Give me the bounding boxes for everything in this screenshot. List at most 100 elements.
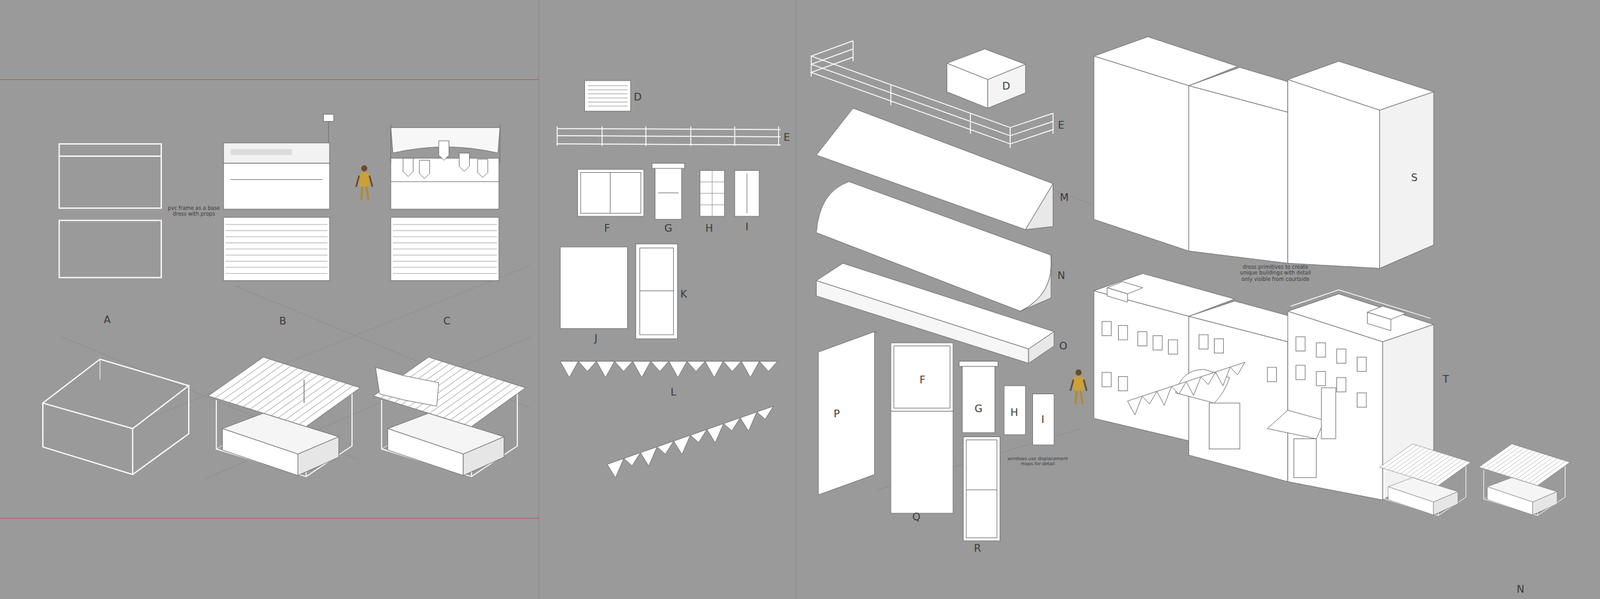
props-flat	[577, 169, 644, 217]
props-iso	[811, 40, 1054, 128]
roof-ridge	[222, 361, 278, 401]
part-letter: K	[680, 288, 688, 301]
shutter-line	[225, 261, 328, 262]
roof-ridge	[285, 381, 340, 421]
shutter-line	[392, 248, 498, 250]
part-letter: F	[919, 373, 926, 386]
vent-slat	[587, 93, 628, 95]
figure	[360, 186, 363, 201]
part-letter: M	[1059, 190, 1069, 203]
building-dressed	[1102, 321, 1367, 408]
part-letter: Q	[912, 510, 921, 523]
props-flat	[640, 290, 674, 292]
pvc-frame	[42, 385, 189, 475]
props-flat	[655, 167, 682, 220]
stall-front	[477, 159, 488, 178]
stall-front	[223, 217, 330, 281]
stall-front	[223, 163, 330, 210]
building-window	[1168, 339, 1178, 354]
building-dressed	[1294, 439, 1317, 479]
pennant	[640, 446, 658, 466]
building-window	[1102, 372, 1112, 387]
part-letter: E	[783, 130, 790, 143]
part-letter: J	[594, 331, 598, 344]
rail-post	[1009, 127, 1011, 148]
roof-ridge	[215, 359, 271, 399]
stall-front	[328, 121, 329, 143]
pennant	[1142, 391, 1158, 405]
stall-front	[403, 158, 414, 177]
market-stall	[373, 357, 527, 477]
pennant	[707, 423, 724, 443]
window-bar	[700, 193, 725, 194]
building-window	[1102, 321, 1112, 336]
building-dressed	[1093, 273, 1570, 516]
stall-front	[499, 124, 501, 164]
building-blockout	[1093, 56, 1189, 252]
roof-ridge	[291, 383, 347, 423]
rail-post	[890, 84, 891, 105]
props-flat	[557, 144, 781, 146]
shutter-line	[392, 261, 498, 262]
pennant	[1215, 367, 1231, 386]
building-dressed	[1093, 290, 1189, 441]
shutter-line	[392, 224, 498, 225]
market-stall	[1379, 444, 1472, 516]
stall-front	[230, 149, 292, 156]
stall-front	[323, 114, 334, 122]
vent-slat	[587, 85, 628, 86]
rail-post	[690, 126, 692, 146]
stall-front	[230, 179, 322, 180]
shutter-line	[225, 224, 328, 225]
stall-banner	[375, 367, 440, 407]
props-iso	[894, 346, 951, 409]
part-letter: F	[604, 221, 610, 234]
building-window	[1198, 334, 1208, 349]
building-window	[1153, 336, 1163, 351]
stall-front	[223, 114, 500, 281]
stall-front	[439, 140, 450, 160]
panel-divider	[0, 518, 539, 520]
pennant	[657, 440, 674, 454]
props-flat	[557, 80, 781, 479]
props-flat	[734, 170, 760, 217]
rail-post	[601, 126, 603, 146]
props-flat	[557, 128, 781, 130]
stall-front	[223, 142, 330, 164]
part-letter: P	[833, 407, 841, 420]
building-dressed	[1267, 410, 1325, 440]
props-iso	[947, 63, 989, 109]
rail-post	[852, 40, 854, 62]
stall-front	[391, 217, 500, 281]
props-flat	[560, 360, 778, 378]
building-window	[1316, 371, 1326, 386]
window-bar	[700, 204, 725, 206]
figure	[369, 175, 373, 187]
props-iso	[959, 360, 999, 367]
vent-slat	[587, 97, 628, 99]
building-dressed	[1367, 312, 1391, 331]
pvc-frame	[99, 359, 101, 380]
props-iso	[966, 489, 998, 491]
pvc-frame	[58, 144, 161, 208]
part-letter: N	[1516, 582, 1525, 595]
stall-front	[390, 124, 392, 164]
building-dressed	[1208, 403, 1240, 450]
props-flat	[560, 247, 628, 329]
note-text: pvc frame as a base dress with props	[164, 205, 224, 217]
rail-post	[734, 126, 735, 146]
props-flat	[657, 192, 679, 194]
pennant	[759, 360, 778, 372]
pennant	[723, 417, 741, 431]
part-letter: A	[103, 313, 111, 326]
rail-post	[970, 113, 971, 134]
pvc-frame	[42, 144, 189, 475]
building-blockout	[1287, 79, 1380, 269]
part-letter: C	[443, 314, 451, 327]
pvc-frame	[42, 359, 189, 429]
pennant	[673, 435, 691, 455]
figure	[355, 175, 360, 187]
pennant	[757, 406, 774, 420]
market-stall	[208, 357, 361, 427]
